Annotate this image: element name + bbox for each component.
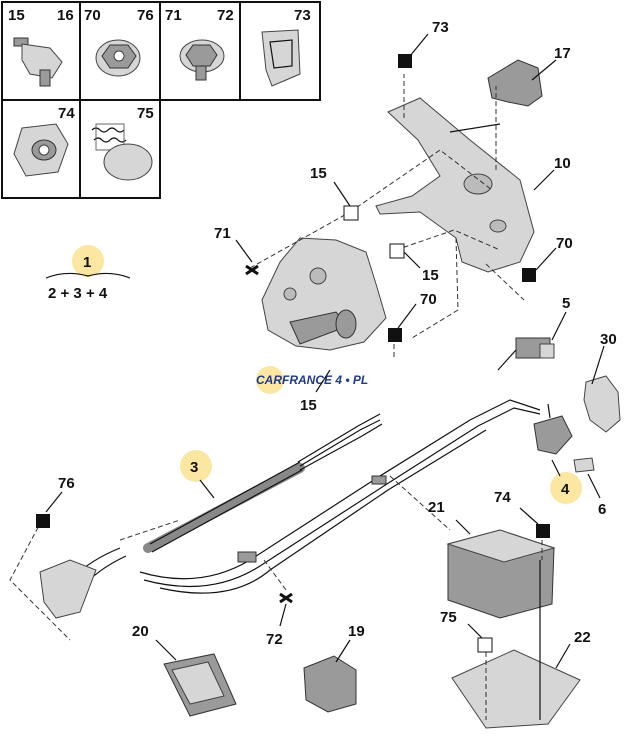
callout-30: 30 <box>600 331 617 348</box>
dashed-leader-lines <box>9 74 543 720</box>
flange-nut-icon <box>95 39 141 77</box>
grid-label: 16 <box>57 7 74 24</box>
watermark-text: CARFRANCE 4 • PL <box>256 373 368 387</box>
callout-76: 76 <box>58 475 75 492</box>
fastener-marker-open <box>343 205 359 221</box>
callout-10: 10 <box>554 155 571 172</box>
highlight-circle <box>72 245 104 277</box>
hardware-grid: 15 16 70 76 71 72 73 74 75 <box>1 1 321 199</box>
highlight-circle <box>550 472 582 504</box>
brace <box>45 272 131 279</box>
callout-70: 70 <box>420 291 437 308</box>
callout-70: 70 <box>556 235 573 252</box>
callout-15: 15 <box>422 267 439 284</box>
push-rivet-icon <box>91 123 153 181</box>
spring-clip-icon <box>261 29 301 87</box>
callout-19: 19 <box>348 623 365 640</box>
hex-nut-icon <box>13 123 69 177</box>
latch-unit <box>533 403 573 455</box>
callout-22: 22 <box>574 629 591 646</box>
callout-5: 5 <box>562 295 570 312</box>
callout-17: 17 <box>554 45 571 62</box>
callout-4: 4 <box>561 481 570 498</box>
window-switch <box>163 653 237 717</box>
mounting-tray <box>451 560 581 729</box>
assembly-formula-text: 2 + 3 + 4 <box>48 285 108 302</box>
grid-label: 72 <box>217 7 234 24</box>
cable-assembly <box>39 399 541 619</box>
fastener-marker <box>536 524 550 538</box>
callout-75: 75 <box>440 609 457 626</box>
actuator-motor <box>261 237 387 351</box>
callout-labels: 73 17 10 15 71 15 70 70 5 30 15 3 76 4 6… <box>58 19 617 648</box>
highlight-circle <box>180 450 212 482</box>
callout-21: 21 <box>428 499 445 516</box>
assembly-label: 1 <box>83 254 91 271</box>
position-switch <box>497 337 555 371</box>
screw-marker <box>279 592 293 604</box>
fastener-marker-open <box>389 243 405 259</box>
callout-3: 3 <box>190 459 198 476</box>
grid-label: 70 <box>84 7 101 24</box>
grid-label: 76 <box>137 7 154 24</box>
mounting-bracket <box>375 97 535 273</box>
grid-label: 75 <box>137 105 154 122</box>
screw-marker <box>245 264 259 276</box>
callout-15: 15 <box>300 397 317 414</box>
seal-strip <box>449 59 543 133</box>
grid-label: 15 <box>8 7 25 24</box>
grid-label: 71 <box>165 7 182 24</box>
watermark: CARFRANCE 4 • PL <box>256 366 368 394</box>
control-unit <box>446 529 556 619</box>
grid-label: 73 <box>294 7 311 24</box>
fastener-marker <box>388 328 402 342</box>
relay <box>303 655 357 713</box>
leader-lines <box>45 33 605 669</box>
callout-6: 6 <box>598 501 606 518</box>
callout-71: 71 <box>214 225 231 242</box>
callout-73: 73 <box>432 19 449 36</box>
callout-20: 20 <box>132 623 149 640</box>
assembly-formula: 1 2 + 3 + 4 <box>45 245 131 302</box>
flange-screw-icon <box>179 39 225 81</box>
fastener-marker <box>36 514 50 528</box>
fastener-marker-open <box>477 637 493 653</box>
fastener-marker <box>398 54 412 68</box>
callout-15: 15 <box>310 165 327 182</box>
callout-74: 74 <box>494 489 511 506</box>
callout-72: 72 <box>266 631 283 648</box>
grid-label: 74 <box>58 105 75 122</box>
stud-bolt-icon <box>13 37 63 87</box>
cover-piece <box>583 375 621 433</box>
retaining-clip <box>573 457 595 473</box>
markers <box>36 54 550 653</box>
fastener-marker <box>522 268 536 282</box>
highlight-circle <box>256 366 284 394</box>
